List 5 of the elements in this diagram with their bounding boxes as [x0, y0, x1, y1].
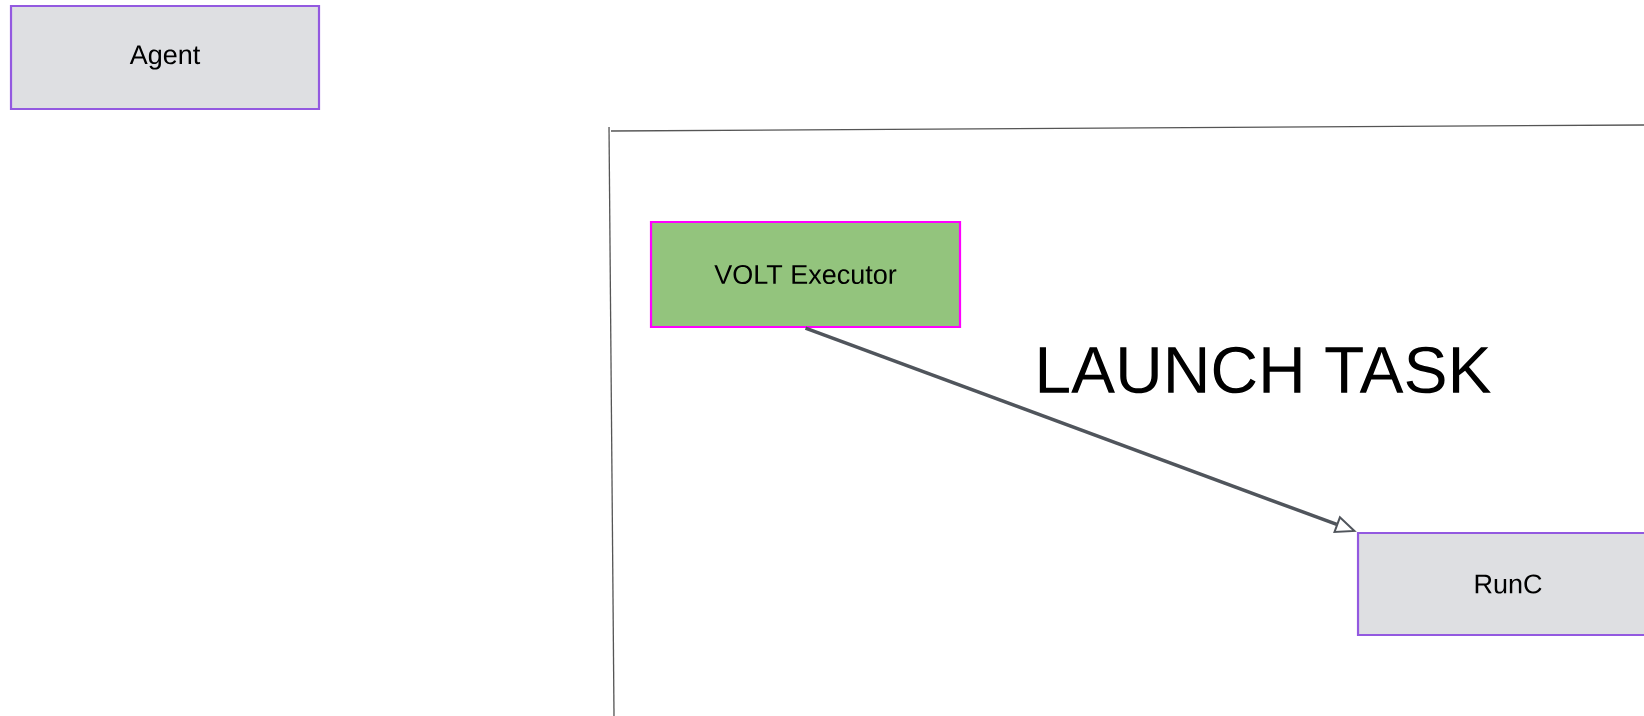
edge-label: LAUNCH TASK [1032, 344, 1494, 396]
process-box: Agent [9, 4, 321, 111]
frame [608, 124, 1644, 716]
process-box: VOLT Executor [649, 220, 962, 329]
process-box: RunC [1356, 531, 1644, 637]
